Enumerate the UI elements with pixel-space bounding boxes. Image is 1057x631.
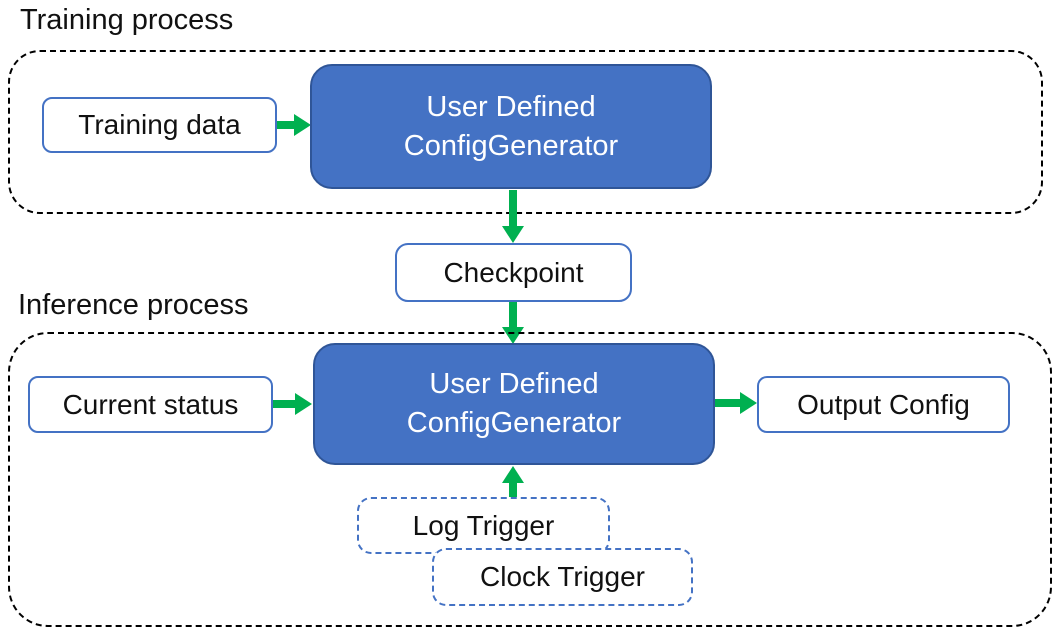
arrow-shaft	[509, 302, 517, 327]
arrow-head-right-icon	[295, 393, 312, 415]
inference-config-generator-line1: User Defined	[429, 368, 599, 400]
log-trigger-box: Log Trigger	[357, 497, 610, 554]
arrow-head-up-icon	[502, 466, 524, 483]
training-config-generator-box: User Defined ConfigGenerator	[310, 64, 712, 189]
arrow-shaft	[277, 121, 294, 129]
training-process-title: Training process	[20, 4, 234, 36]
inference-config-generator-box: User Defined ConfigGenerator	[313, 343, 715, 465]
arrow-generator-to-checkpoint	[502, 190, 524, 243]
arrow-head-right-icon	[740, 392, 757, 414]
training-data-box: Training data	[42, 97, 277, 153]
arrow-shaft	[509, 483, 517, 498]
arrow-current-status-to-generator	[273, 393, 312, 415]
arrow-shaft	[715, 399, 740, 407]
arrow-training-data-to-generator	[277, 114, 311, 136]
arrow-head-down-icon	[502, 226, 524, 243]
output-config-box: Output Config	[757, 376, 1010, 433]
training-config-generator-line2: ConfigGenerator	[403, 129, 619, 162]
arrow-checkpoint-to-generator	[502, 302, 524, 344]
inference-process-container	[8, 332, 1052, 627]
arrow-head-down-icon	[502, 327, 524, 344]
checkpoint-box: Checkpoint	[395, 243, 632, 302]
arrow-generator-to-output-config	[715, 392, 757, 414]
training-config-generator-line1: User Defined	[426, 90, 596, 123]
inference-process-title: Inference process	[18, 289, 249, 321]
arrow-head-right-icon	[294, 114, 311, 136]
arrow-shaft	[509, 190, 517, 226]
training-process-container	[8, 50, 1043, 214]
arrow-shaft	[273, 400, 295, 408]
arrow-triggers-to-generator	[502, 466, 524, 498]
clock-trigger-box: Clock Trigger	[432, 548, 693, 606]
current-status-box: Current status	[28, 376, 273, 433]
inference-config-generator-line2: ConfigGenerator	[406, 407, 622, 439]
